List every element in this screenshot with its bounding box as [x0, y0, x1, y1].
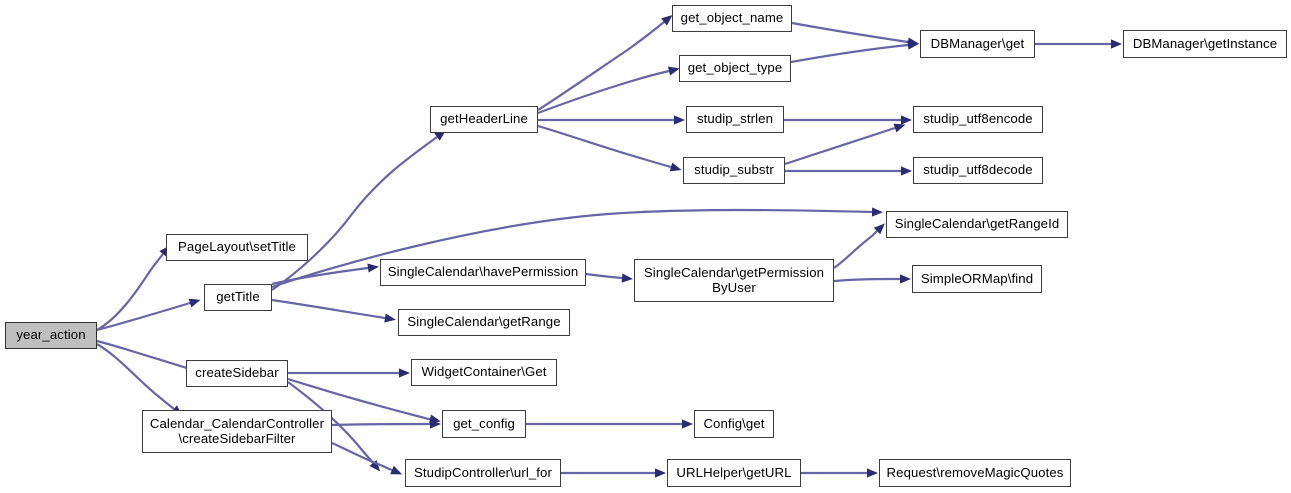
arrowhead-get_object_type-to-dbmanager_get	[907, 40, 919, 50]
node-label: SimpleORMap\find	[920, 270, 1034, 286]
node-label: studip_utf8decode	[923, 162, 1033, 178]
edge-year_action-to-setTitle	[96, 253, 164, 331]
edge-havePermission-to-getPermissionByUser	[585, 272, 623, 280]
arrowhead-getHeaderLine-to-studip_strlen	[674, 115, 685, 125]
arrowhead-getTitle-to-getRange	[384, 313, 396, 323]
arrowhead-dbmanager_get-to-getInstance	[1111, 39, 1122, 49]
node-label: studip_strlen	[696, 111, 774, 127]
arrowhead-year_action-to-getTitle	[188, 298, 201, 308]
node-label: get_object_type	[687, 60, 783, 76]
node-get_object_name[interactable]: get_object_name	[672, 5, 792, 32]
arrowhead-studip_strlen-to-utf8encode	[901, 115, 912, 125]
node-label: get_config	[453, 415, 515, 431]
arrowhead-createSidebarFilter-to-get_config	[429, 419, 441, 429]
edge-year_action-to-getTitle	[96, 301, 191, 332]
node-utf8encode[interactable]: studip_utf8encode	[913, 106, 1043, 133]
node-studip_strlen[interactable]: studip_strlen	[686, 106, 784, 133]
node-label: DBManager\getInstance	[1132, 35, 1278, 51]
node-setTitle[interactable]: PageLayout\setTitle	[166, 234, 308, 261]
edge-getTitle-to-getRange	[271, 298, 386, 320]
node-label: Config\get	[703, 415, 765, 431]
edge-getPermissionByUser-to-getRangeId	[833, 230, 878, 269]
node-label: WidgetContainer\Get	[421, 364, 547, 380]
edge-createSidebar-to-url_for	[287, 381, 374, 464]
node-get_object_type[interactable]: get_object_type	[679, 55, 791, 82]
edge-getTitle-to-havePermission	[271, 266, 369, 286]
edge-get_object_type-to-dbmanager_get	[790, 43, 909, 64]
node-label: year_action	[16, 327, 86, 343]
edge-year_action-to-createSidebar	[96, 339, 191, 371]
edge-get_object_name-to-dbmanager_get	[791, 21, 909, 44]
node-createSidebarFilter[interactable]: Calendar_CalendarController \createSideb…	[142, 410, 332, 453]
node-getRangeId[interactable]: SingleCalendar\getRangeId	[886, 211, 1068, 238]
node-get_config[interactable]: get_config	[442, 410, 526, 438]
arrowhead-havePermission-to-getPermissionByUser	[621, 273, 633, 283]
node-label: Calendar_CalendarController \createSideb…	[149, 415, 325, 446]
arrowhead-getPermissionByUser-to-getRangeId	[873, 223, 885, 235]
node-utf8decode[interactable]: studip_utf8decode	[913, 157, 1043, 184]
edge-createSidebarFilter-to-url_for	[331, 441, 393, 472]
node-getTitle[interactable]: getTitle	[204, 284, 272, 311]
arrowhead-getHeaderLine-to-get_object_name	[661, 15, 673, 26]
node-year_action[interactable]: year_action	[5, 322, 97, 349]
node-createSidebar[interactable]: createSidebar	[186, 360, 288, 387]
node-label: createSidebar	[195, 365, 279, 381]
arrowhead-getTitle-to-getHeaderLine	[434, 130, 446, 141]
edge-createSidebarFilter-to-get_config	[331, 422, 431, 427]
arrowhead-getHeaderLine-to-studip_substr	[669, 162, 682, 172]
node-label: PageLayout\setTitle	[178, 239, 296, 255]
node-removeMagicQuotes[interactable]: Request\removeMagicQuotes	[879, 459, 1071, 487]
node-label: DBManager\get	[930, 35, 1025, 51]
node-label: studip_substr	[694, 162, 774, 178]
node-dbmanager_get[interactable]: DBManager\get	[920, 30, 1035, 58]
arrowhead-getPermissionByUser-to-simpleormap_find	[899, 274, 911, 284]
node-getURL[interactable]: URLHelper\getURL	[667, 459, 801, 487]
node-label: studip_utf8encode	[923, 111, 1033, 127]
node-label: getTitle	[216, 289, 260, 305]
node-label: get_object_name	[680, 10, 784, 26]
node-config_get[interactable]: Config\get	[694, 410, 774, 438]
node-label: SingleCalendar\getRange	[407, 314, 561, 330]
arrowhead-studip_substr-to-utf8encode	[893, 123, 906, 133]
edge-getHeaderLine-to-studip_substr	[537, 124, 672, 169]
node-getInstance[interactable]: DBManager\getInstance	[1123, 30, 1287, 58]
node-widgetContainerGet[interactable]: WidgetContainer\Get	[411, 359, 557, 386]
node-label: StudipController\url_for	[413, 464, 552, 480]
node-url_for[interactable]: StudipController\url_for	[405, 459, 561, 487]
node-label: SingleCalendar\getPermission ByUser	[643, 264, 825, 295]
node-label: SingleCalendar\havePermission	[387, 264, 579, 280]
arrowhead-get_config-to-config_get	[682, 419, 693, 429]
arrowhead-getTitle-to-getRangeId	[871, 207, 883, 217]
node-label: getHeaderLine	[440, 111, 528, 127]
node-studip_substr[interactable]: studip_substr	[683, 157, 785, 184]
edge-year_action-to-createSidebarFilter	[96, 343, 175, 410]
edge-getTitle-to-getHeaderLine	[271, 136, 438, 291]
edge-getHeaderLine-to-get_object_name	[537, 21, 665, 111]
arrowhead-getURL-to-removeMagicQuotes	[867, 468, 878, 478]
edge-createSidebar-to-get_config	[287, 377, 431, 421]
arrowhead-createSidebar-to-widgetContainerGet	[399, 368, 410, 378]
edge-getTitle-to-getRangeId	[271, 208, 873, 289]
node-simpleormap_find[interactable]: SimpleORMap\find	[912, 265, 1042, 293]
arrowhead-getTitle-to-havePermission	[367, 263, 379, 273]
arrowhead-url_for-to-getURL	[655, 468, 666, 478]
arrowhead-getHeaderLine-to-get_object_type	[667, 66, 680, 76]
node-getPermissionByUser[interactable]: SingleCalendar\getPermission ByUser	[634, 259, 834, 302]
node-havePermission[interactable]: SingleCalendar\havePermission	[380, 259, 586, 286]
edge-getHeaderLine-to-get_object_type	[537, 69, 670, 115]
edge-getPermissionByUser-to-simpleormap_find	[833, 277, 901, 283]
node-label: Request\removeMagicQuotes	[886, 464, 1064, 480]
node-getHeaderLine[interactable]: getHeaderLine	[430, 106, 538, 133]
edge-studip_substr-to-utf8encode	[784, 126, 896, 166]
node-getRange[interactable]: SingleCalendar\getRange	[398, 309, 570, 336]
node-label: SingleCalendar\getRangeId	[894, 216, 1060, 232]
arrowhead-createSidebarFilter-to-url_for	[390, 465, 403, 475]
arrowhead-createSidebar-to-url_for	[369, 460, 381, 472]
node-label: URLHelper\getURL	[676, 464, 792, 480]
arrowhead-studip_substr-to-utf8decode	[901, 166, 912, 176]
